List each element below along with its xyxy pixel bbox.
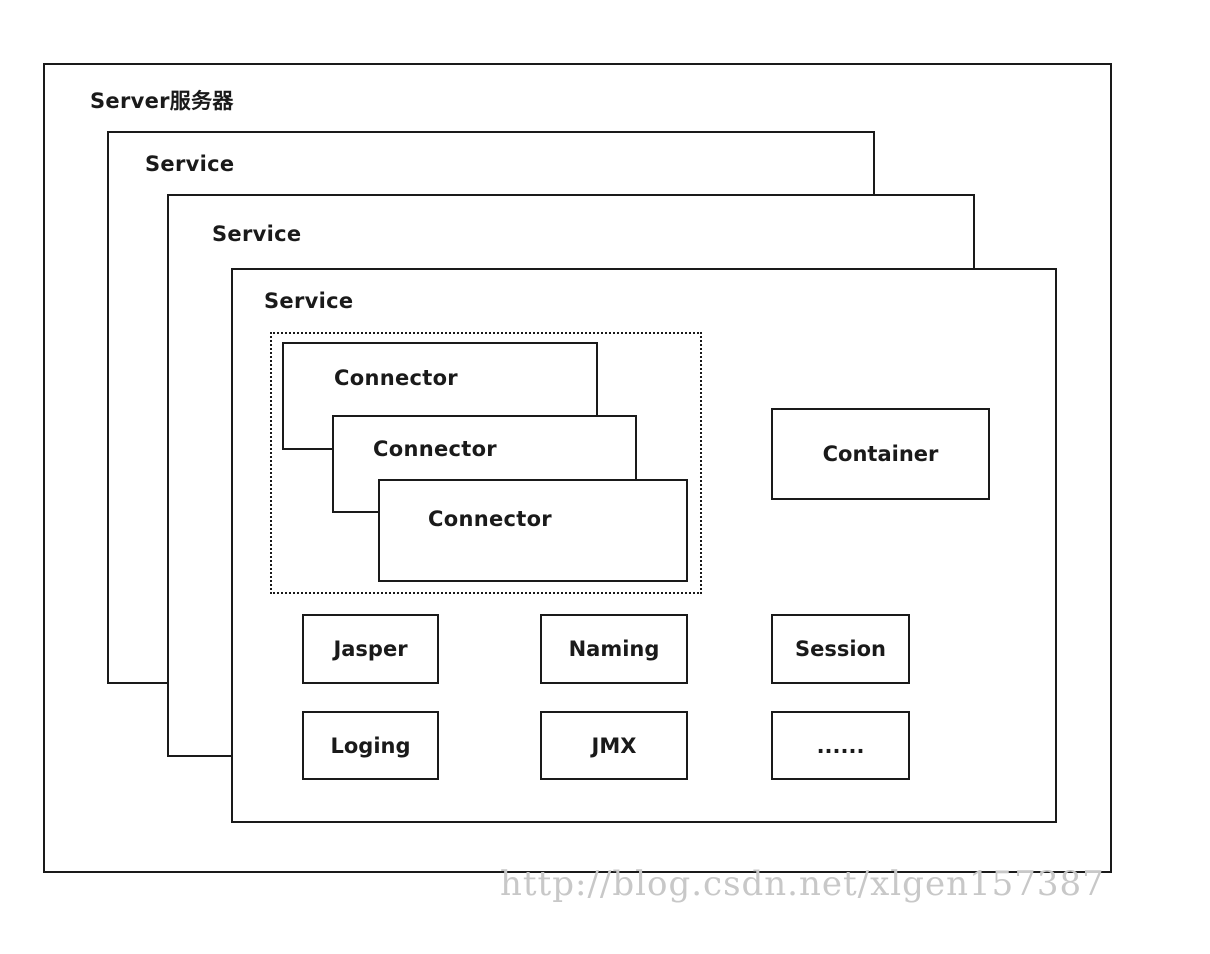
component-more: ......: [771, 711, 910, 780]
service-label-back: Service: [145, 152, 235, 176]
component-jmx: JMX: [540, 711, 688, 780]
connector-box-3: Connector: [378, 479, 688, 582]
service-label-front: Service: [264, 289, 354, 313]
connector-label-2: Connector: [373, 437, 497, 461]
component-naming: Naming: [540, 614, 688, 684]
connector-label-3: Connector: [428, 507, 552, 531]
component-label-loging: Loging: [330, 733, 411, 758]
component-label-naming: Naming: [568, 637, 660, 661]
connector-label-1: Connector: [334, 366, 458, 390]
container-label: Container: [822, 442, 939, 466]
server-label: Server服务器: [90, 89, 234, 113]
component-label-session: Session: [795, 637, 886, 661]
component-label-jmx: JMX: [591, 733, 637, 758]
service-label-middle: Service: [212, 222, 302, 246]
component-session: Session: [771, 614, 910, 684]
component-label-jasper: Jasper: [333, 637, 408, 661]
component-jasper: Jasper: [302, 614, 439, 684]
container-box: Container: [771, 408, 990, 500]
component-loging: Loging: [302, 711, 439, 780]
component-label-more: ......: [816, 733, 865, 758]
connector-group: [270, 332, 702, 594]
watermark-text: http://blog.csdn.net/xlgen157387: [500, 864, 1105, 904]
